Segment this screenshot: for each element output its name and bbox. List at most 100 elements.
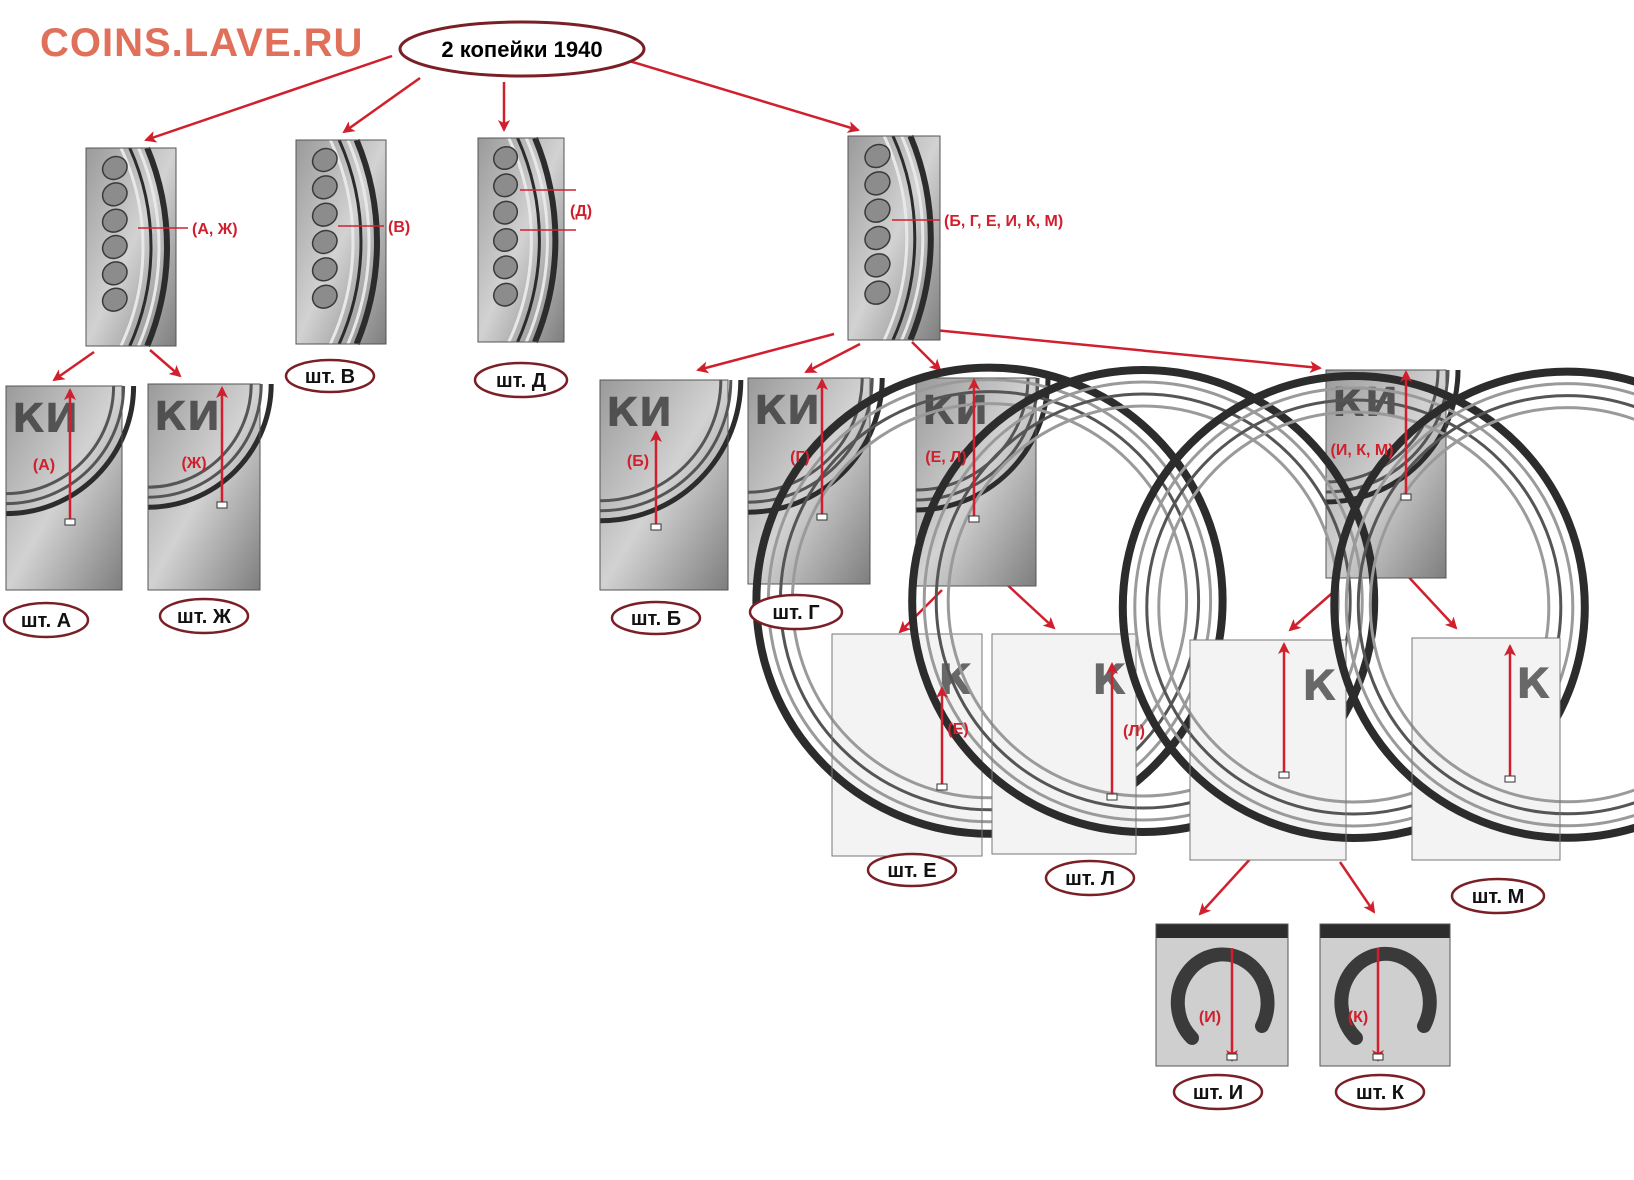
- die-mark-dots: [650, 523, 662, 531]
- wheat-grain: [864, 280, 891, 305]
- die-label-k: шт. К: [1356, 1082, 1405, 1104]
- die-label-k-oval: [1334, 1073, 1426, 1111]
- die-mark-dots: [1226, 1053, 1238, 1061]
- tree-connector-arrow: [804, 342, 861, 374]
- wheat-grain: [492, 200, 519, 225]
- tree-connector-arrow: [1338, 861, 1376, 914]
- tree-connector-arrow: [1001, 579, 1056, 630]
- coin-rim-arc: [1157, 410, 1551, 804]
- coin-rim-arc: [1330, 367, 1634, 842]
- die-label-l: шт. Л: [1065, 868, 1115, 890]
- wheat-grain: [864, 171, 891, 196]
- coin-rim-arc: [922, 380, 1364, 822]
- wheat-grain: [311, 202, 338, 227]
- coin-rim-arc: [337, 139, 363, 345]
- coin-rim-arc: [1118, 372, 1589, 842]
- die-label-m: шт. М: [1472, 886, 1524, 908]
- coin-rim-arc: [353, 138, 380, 346]
- coin-rim-band: [1320, 924, 1450, 938]
- variety-note-zh: (Ж): [181, 455, 206, 472]
- coin-rim-arc: [147, 383, 263, 499]
- group-note-g-bg: (Б, Г, Е, И, К, М): [944, 213, 1063, 230]
- coin-lettering-glyph: К: [1092, 655, 1126, 704]
- die-label-b: шт. Б: [631, 608, 681, 630]
- variety-note-ikm: (И, К, М): [1330, 442, 1393, 459]
- coin-photo-background: [848, 136, 940, 340]
- coin-rim-arc: [908, 366, 1379, 836]
- die-label-e-oval: [866, 852, 958, 888]
- coin-rim-arc: [147, 383, 274, 510]
- coin-lettering-glyph: К: [1516, 659, 1550, 708]
- die-label-g-v: шт. В: [305, 366, 355, 388]
- group-note-g-d: (Д): [570, 203, 592, 220]
- coin-lettering-glyph: КИ: [606, 390, 672, 436]
- coin-rim-arc: [891, 135, 917, 341]
- coin-rim-arc: [599, 379, 723, 503]
- die-label-i: шт. И: [1193, 1082, 1243, 1104]
- coin-photo-frame: [747, 377, 871, 585]
- coin-photo-frame: [991, 633, 1137, 855]
- coin-photo-g-d: [477, 136, 565, 344]
- variety-note-k: (К): [1348, 1009, 1368, 1026]
- variety-note-el: (Е, Л): [925, 449, 966, 466]
- coin-photo-frame: [1411, 637, 1561, 861]
- coin-rim-arc: [1356, 394, 1634, 816]
- coin-photo-g-azh: [85, 146, 177, 348]
- coin-photo-background: [600, 380, 728, 590]
- die-label-g: шт. Г: [772, 602, 819, 624]
- coin-photo-zh: КИ: [147, 383, 274, 591]
- coin-photo-a: КИ: [5, 385, 137, 591]
- coin-photo-frame: [1189, 639, 1347, 861]
- coin-rim-arc: [329, 139, 355, 345]
- die-label-a: шт. А: [21, 610, 71, 632]
- coin-rim-arc: [524, 137, 549, 343]
- coin-rim-arc: [900, 135, 925, 341]
- coin-rim-arc: [1133, 386, 1575, 828]
- text-layer: COINS.LAVE.RU 2 копейки 1940 (А, Ж)(В)шт…: [2, 20, 1546, 1111]
- coin-photo-frame: [599, 379, 729, 591]
- tree-connector-arrow: [625, 58, 860, 133]
- wheat-grain: [492, 282, 519, 307]
- coin-rim-arc: [119, 147, 145, 347]
- coin-photo-e: К: [752, 363, 1227, 857]
- coin-photo-k: [1319, 923, 1451, 1067]
- wheat-grain: [101, 155, 128, 181]
- variety-note-e: (Е): [947, 721, 968, 738]
- die-mark-dots: [64, 518, 76, 526]
- variety-note-i: (И): [1199, 1009, 1221, 1026]
- die-label-i-oval: [1172, 1073, 1264, 1111]
- coin-photo-frame: [1319, 923, 1451, 1067]
- coin-rim-arc: [1344, 382, 1634, 828]
- wheat-grain: [311, 147, 338, 173]
- die-label-g-v-oval: [284, 358, 376, 394]
- coin-photo-i: [1155, 923, 1289, 1067]
- wheat-grain: [101, 182, 128, 207]
- die-mark-dots: [1278, 771, 1290, 779]
- group-note-g-v: (В): [388, 219, 410, 236]
- variety-note-l: (Л): [1123, 723, 1145, 740]
- coin-lettering-glyph: КИ: [754, 388, 820, 434]
- die-mark-dots: [968, 515, 980, 523]
- wheat-grain: [492, 173, 519, 198]
- coin-rim-arc: [128, 147, 153, 347]
- coin-lettering-glyph: КИ: [154, 394, 220, 440]
- die-mark-dots: [1400, 493, 1412, 501]
- coin-rim-arc: [1145, 398, 1563, 816]
- die-mark-dots: [936, 783, 948, 791]
- coin-photo-g-bg: [847, 134, 941, 342]
- group-note-g-azh: (А, Ж): [192, 221, 238, 238]
- coin-rim-arc: [907, 134, 934, 342]
- coin-rim-arc: [137, 147, 161, 347]
- site-logo: COINS.LAVE.RU: [40, 21, 363, 65]
- wheat-grain: [311, 257, 338, 282]
- coin-rim-arc: [599, 379, 744, 524]
- coin-rim-arc: [144, 146, 170, 348]
- wheat-grain: [101, 234, 128, 260]
- tree-connector-arrow: [149, 349, 182, 378]
- die-label-g-oval: [748, 593, 844, 631]
- coin-photo-g-v: [295, 138, 387, 346]
- variety-note-g: (Г): [790, 449, 810, 466]
- die-mark-dots: [1106, 793, 1118, 801]
- tree-connector-arrow: [342, 76, 421, 134]
